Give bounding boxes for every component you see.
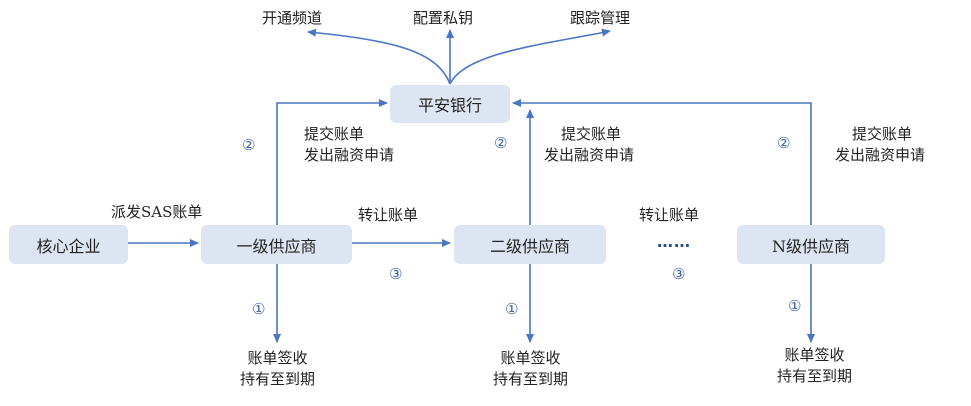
open-channel-label: 开通频道 <box>262 9 323 27</box>
hold-to-maturity-label-2: 持有至到期 <box>492 370 568 388</box>
tier1-supplier-label: 一级供应商 <box>236 236 317 256</box>
step-three-marker-1: ③ <box>389 265 403 283</box>
financing-request-label-n: 发出融资申请 <box>835 146 926 164</box>
sign-bill-label-2: 账单签收 <box>500 349 561 367</box>
submit-bill-label-2: 提交账单 <box>561 125 622 143</box>
tier1-supplier-node: 一级供应商 <box>201 225 352 264</box>
tier2-supplier-label: 二级供应商 <box>489 236 570 256</box>
transfer-bill-label-2: 转让账单 <box>639 206 700 224</box>
submit-bill-label-n: 提交账单 <box>852 125 913 143</box>
arrow-bank-tracking <box>449 28 611 85</box>
step-two-marker-n: ② <box>777 134 791 152</box>
step-three-marker-2: ③ <box>672 265 686 283</box>
dispatch-sas-label: 派发SAS账单 <box>111 203 203 221</box>
ellipsis: …… <box>657 232 691 251</box>
tier2-supplier-node: 二级供应商 <box>454 225 606 264</box>
step-two-marker-1: ② <box>242 136 256 154</box>
arrow-tierN-bank <box>512 99 812 225</box>
bank-node: 平安银行 <box>390 85 510 123</box>
transfer-bill-label-1: 转让账单 <box>358 206 419 224</box>
step-two-marker-2: ② <box>494 134 508 152</box>
financing-request-label-2: 发出融资申请 <box>544 146 635 164</box>
sign-bill-label-n: 账单签收 <box>784 346 845 364</box>
configure-key-label: 配置私钥 <box>413 9 474 27</box>
arrow-tier1-bank <box>276 99 388 225</box>
sign-bill-label-1: 账单签收 <box>247 349 308 367</box>
tierN-supplier-node: N级供应商 <box>737 225 885 264</box>
submit-bill-label-1: 提交账单 <box>304 125 365 143</box>
core-enterprise-label: 核心企业 <box>36 236 101 256</box>
financing-request-label-1: 发出融资申请 <box>304 146 395 164</box>
tierN-supplier-label: N级供应商 <box>771 236 850 256</box>
bank-node-label: 平安银行 <box>417 96 482 115</box>
tracking-label: 跟踪管理 <box>570 9 631 27</box>
core-enterprise-node: 核心企业 <box>9 225 128 264</box>
step-one-marker-1: ① <box>252 300 266 318</box>
step-one-marker-n: ① <box>788 297 802 315</box>
hold-to-maturity-label-n: 持有至到期 <box>776 367 852 385</box>
hold-to-maturity-label-1: 持有至到期 <box>239 370 315 388</box>
step-one-marker-2: ① <box>505 300 519 318</box>
arrow-bank-open-channel <box>307 28 451 85</box>
